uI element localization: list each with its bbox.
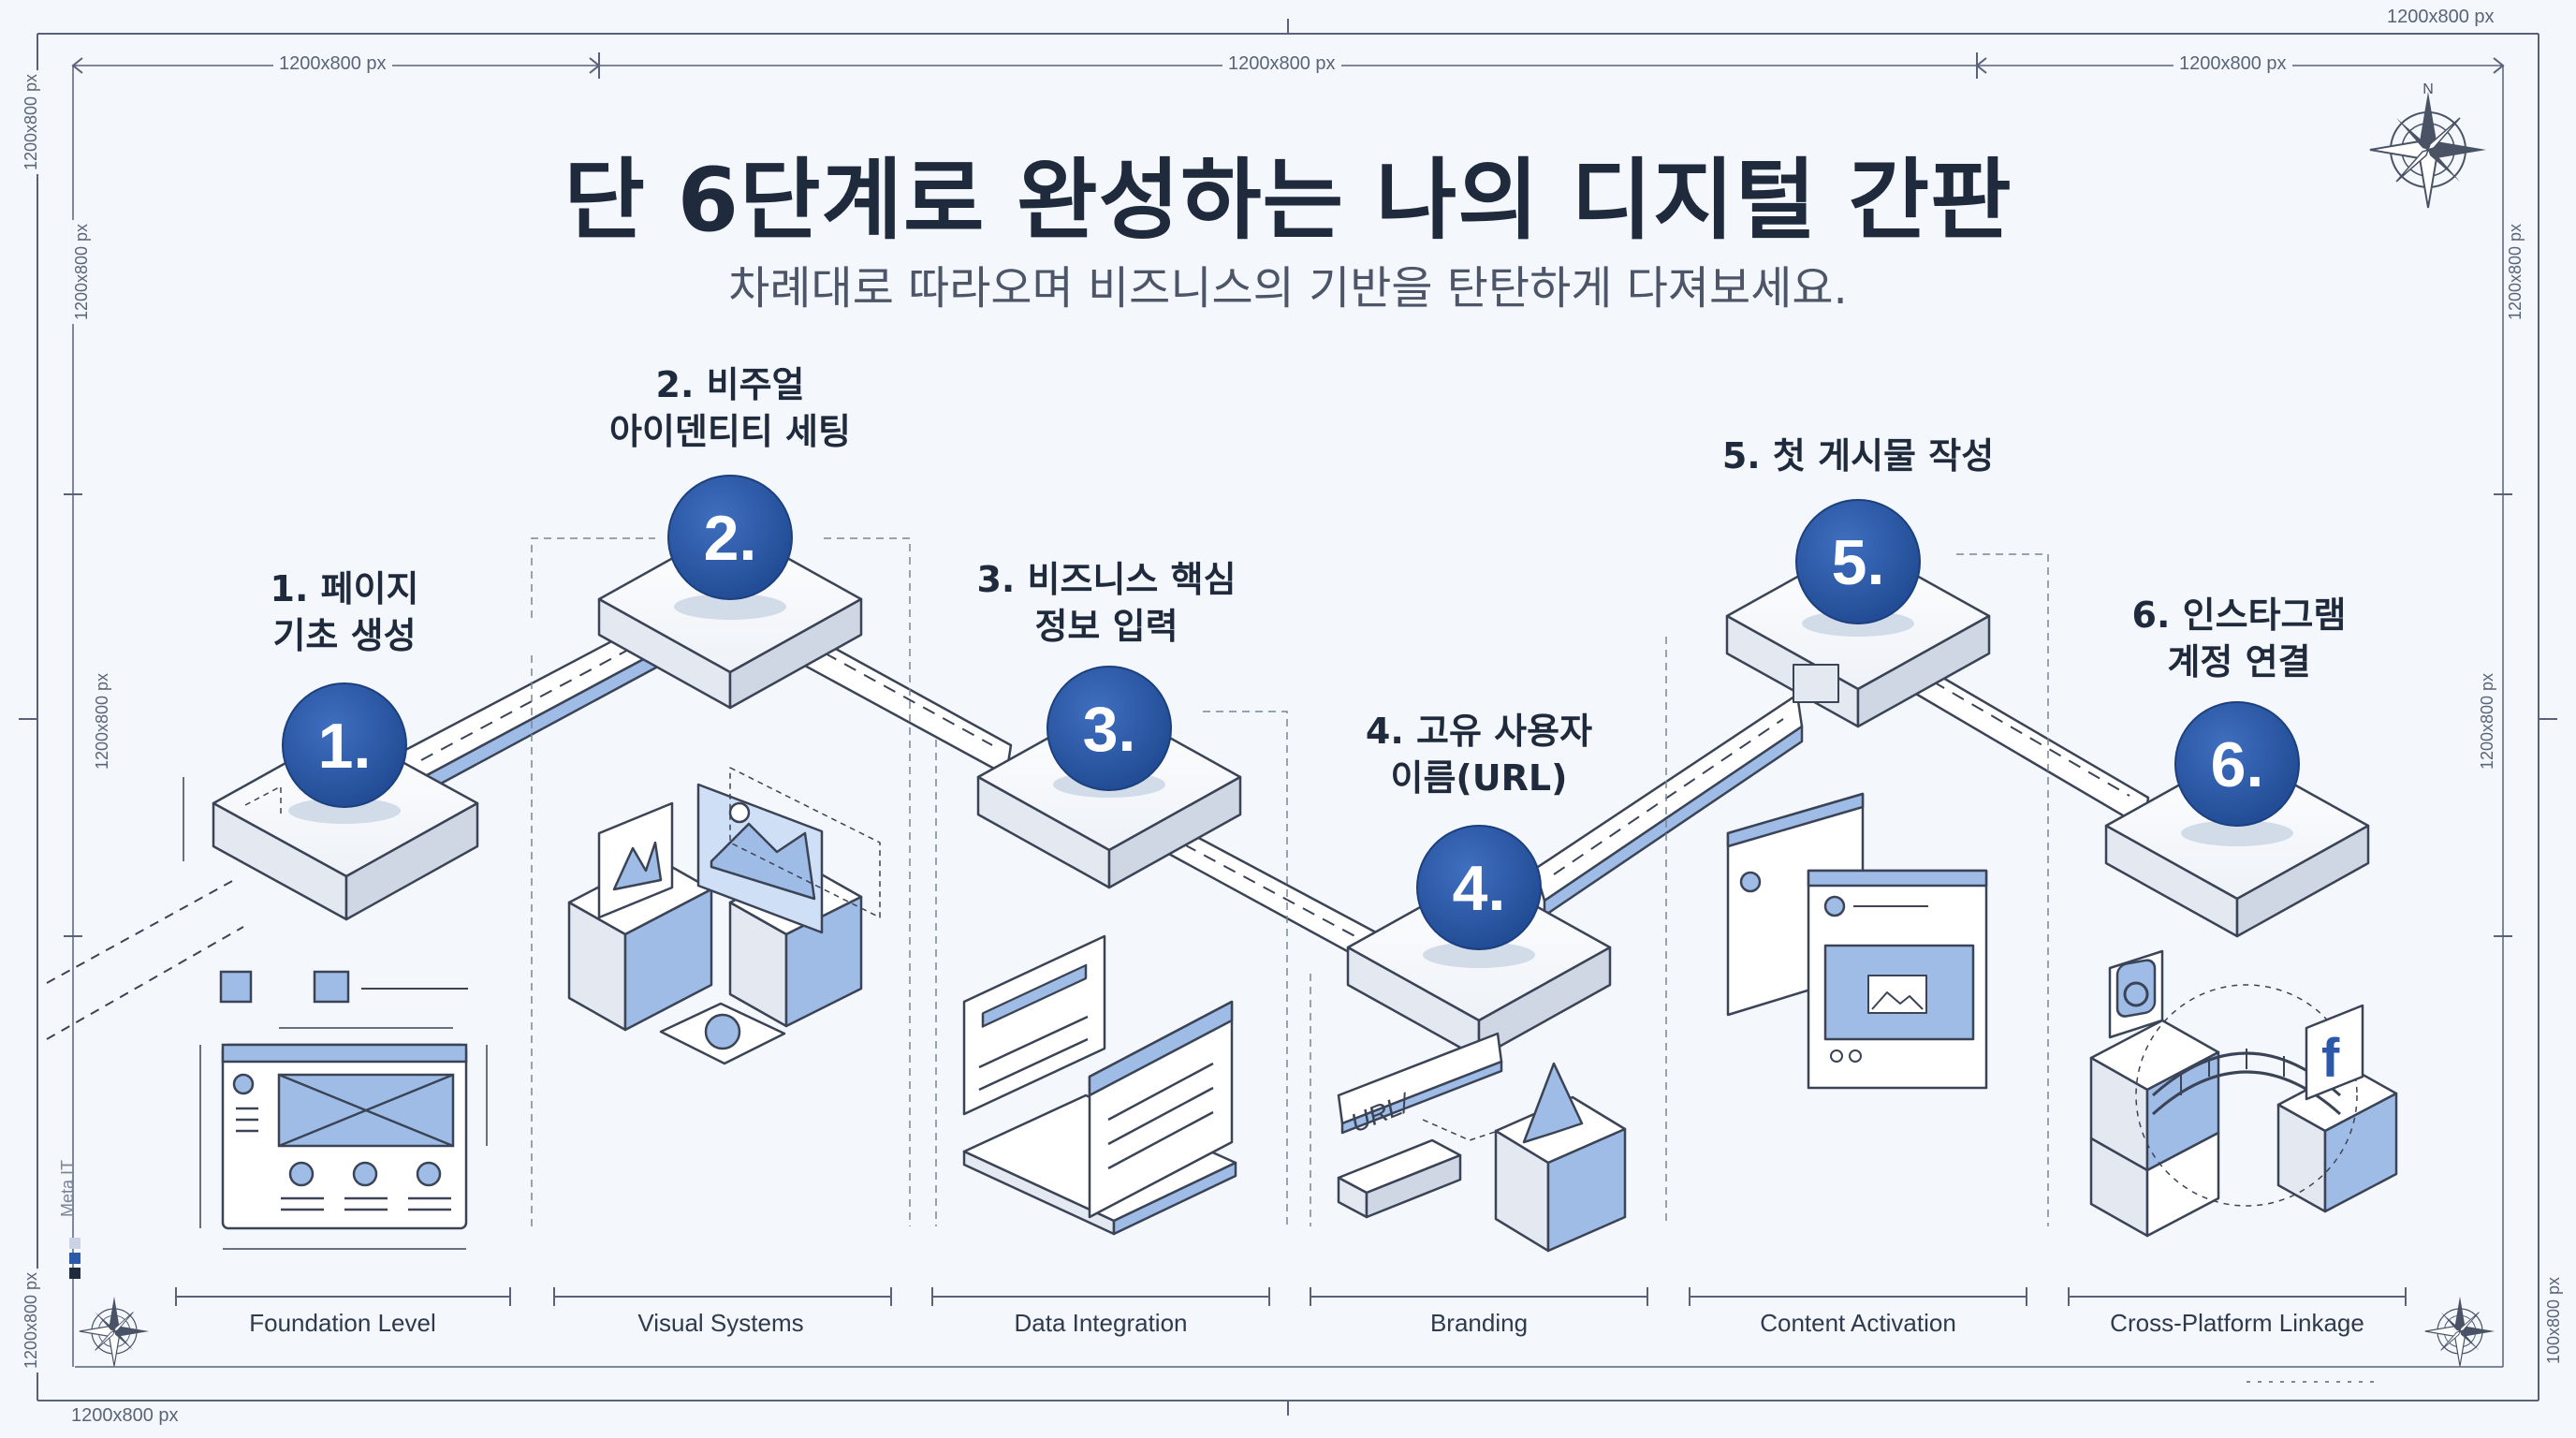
step-label-3-line2: 정보 입력 [1034,606,1178,647]
badge-shadows [288,594,2293,968]
caption-visual-systems: Visual Systems [637,1309,804,1337]
step-badge-3: 3. [1046,666,1172,791]
step-label-6-line2: 계정 연결 [2167,641,2311,682]
compass-rose-icon [2424,1296,2496,1367]
step-badge-6-number: 6. [2211,729,2264,800]
guide-lines [531,537,2049,1226]
svg-text:f: f [2321,1028,2340,1089]
step-label-1: 1. 페이지 기초 생성 [213,565,476,659]
step-label-2: 2. 비주얼 아이덴티티 세팅 [580,361,880,455]
dimension-label-vertical: 1200x800 px [2478,668,2498,774]
illustration-branding [1337,1032,1627,1253]
step-label-5: 5. 첫 게시물 작성 [1704,433,2012,479]
illustration-linkage: f [2089,949,2398,1238]
step-label-2-line1: 2. 비주얼 [655,364,805,405]
illustration-content [1726,792,1988,1090]
dimension-label: 1200x800 px [2381,6,2500,28]
step-badges: 1. 2. 3. 4. 5. 6. [282,475,2300,950]
step-badge-5: 5. [1795,499,1921,624]
compass-north-label: N [2422,81,2434,97]
page-subtitle: 차례대로 따라오며 비즈니스의 기반을 탄탄하게 다져보세요. [728,262,1848,315]
step-label-3: 3. 비즈니스 핵심 정보 입력 [957,556,1256,650]
step-badge-1-number: 1. [318,711,372,782]
caption-cross-platform: Cross-Platform Linkage [2110,1309,2364,1337]
step-badge-3-number: 3. [1083,694,1136,765]
step-badge-2: 2. [667,475,793,600]
dimension-label-vertical: 1200x800 px [93,668,113,774]
swatch-dark [69,1268,80,1279]
step-label-3-line1: 3. 비즈니스 핵심 [976,559,1237,600]
caption-foundation: Foundation Level [249,1309,436,1337]
caption-data-integration: Data Integration [1014,1309,1188,1337]
step-badge-4: 4. [1416,825,1542,950]
step-label-1-line1: 1. 페이지 [270,568,419,609]
entry-beam [46,879,244,1040]
credit-label: Meta IT [58,1159,77,1217]
step-badge-4-number: 4. [1453,853,1506,924]
step-label-1-line2: 기초 생성 [272,615,417,656]
illustration-visual-systems [567,767,881,1065]
step-badge-2-number: 2. [704,503,757,574]
dimension-label-vertical: 100x800 px [2544,1272,2565,1369]
swatch-light [69,1238,80,1249]
step-label-4-line1: 4. 고유 사용자 [1365,711,1593,752]
facebook-icon: f [2305,1004,2364,1101]
compass-rose-icon [79,1296,150,1367]
platforms [183,524,2370,1060]
step-label-6: 6. 인스타그램 계정 연결 [2089,592,2389,685]
dimension-label: 1200x800 px [2174,52,2292,75]
step-badge-1: 1. [282,682,407,808]
dimension-label: 1200x800 px [273,52,392,75]
dimension-label: 1200x800 px [1222,52,1341,75]
illustration-wireframe [199,970,488,1250]
dimension-label: 1200x800 px [66,1404,184,1427]
step-badge-6: 6. [2174,701,2300,827]
step-label-2-line2: 아이덴티티 세팅 [609,411,851,452]
dimension-label-vertical: 1200x800 px [22,1268,42,1373]
step-label-4: 4. 고유 사용자 이름(URL) [1329,708,1629,801]
step-label-4-line2: 이름(URL) [1390,757,1568,799]
step-label-6-line1: 6. 인스타그램 [2131,594,2347,636]
step-label-5-line1: 5. 첫 게시물 작성 [1721,435,1995,477]
page-title: 단 6단계로 완성하는 나의 디지털 간판 [564,150,2012,252]
caption-content-activation: Content Activation [1760,1309,1956,1337]
caption-baselines [175,1287,2407,1306]
frame-lines [19,19,2557,1416]
illustration-data-integration [962,934,1237,1236]
instagram-icon [2108,949,2164,1039]
swatch-accent [69,1253,80,1264]
caption-branding: Branding [1429,1309,1529,1337]
step-badge-5-number: 5. [1832,527,1885,598]
